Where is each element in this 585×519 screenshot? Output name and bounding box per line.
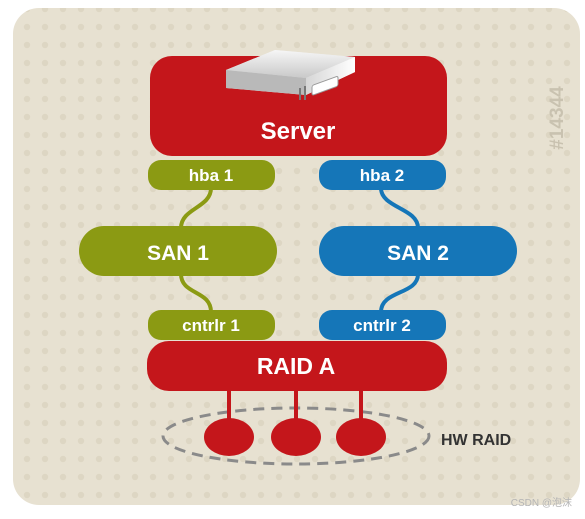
disk-2-icon bbox=[271, 418, 321, 456]
connector-hba2-san2 bbox=[379, 187, 420, 229]
san-1-label: SAN 1 bbox=[147, 242, 209, 265]
hba-1-node: hba 1 bbox=[148, 160, 275, 190]
raid-a-block bbox=[147, 341, 447, 391]
server-block bbox=[150, 56, 447, 156]
cntrlr-1-label: cntrlr 1 bbox=[182, 316, 240, 335]
connector-hba1-san1 bbox=[179, 187, 213, 229]
san-1-pill bbox=[79, 226, 277, 276]
hba-1-label: hba 1 bbox=[189, 166, 233, 185]
disk-2 bbox=[271, 391, 321, 456]
raid-a-label: RAID A bbox=[257, 353, 335, 379]
hba-2-pill bbox=[319, 160, 446, 190]
connector-san1-cntrlr1 bbox=[179, 273, 213, 313]
cntrlr-2-node: cntrlr 2 bbox=[319, 310, 446, 340]
server-label: Server bbox=[261, 118, 336, 145]
hba-2-label: hba 2 bbox=[360, 166, 404, 185]
cntrlr-2-label: cntrlr 2 bbox=[353, 316, 411, 335]
cntrlr-1-pill bbox=[148, 310, 275, 340]
san-2-label: SAN 2 bbox=[387, 242, 449, 265]
cntrlr-2-pill bbox=[319, 310, 446, 340]
cntrlr-1-node: cntrlr 1 bbox=[148, 310, 275, 340]
hba-1-pill bbox=[148, 160, 275, 190]
disk-1 bbox=[204, 391, 254, 456]
server-icon bbox=[226, 50, 355, 100]
watermark: CSDN @泡沫 bbox=[511, 496, 572, 509]
san-2-pill bbox=[319, 226, 517, 276]
san-2-node: SAN 2 bbox=[319, 226, 517, 276]
disk-3 bbox=[336, 391, 386, 456]
hw-raid-label: HW RAID bbox=[441, 432, 511, 449]
disk-3-icon bbox=[336, 418, 386, 456]
hba-2-node: hba 2 bbox=[319, 160, 446, 190]
server-node: Server bbox=[150, 50, 447, 156]
raid-a-node: RAID A bbox=[147, 341, 447, 391]
hw-raid-group: HW RAID bbox=[161, 391, 511, 466]
figure-id: #14344 bbox=[547, 86, 568, 150]
connector-san2-cntrlr2 bbox=[379, 273, 420, 313]
san-1-node: SAN 1 bbox=[79, 226, 277, 276]
disk-1-icon bbox=[204, 418, 254, 456]
